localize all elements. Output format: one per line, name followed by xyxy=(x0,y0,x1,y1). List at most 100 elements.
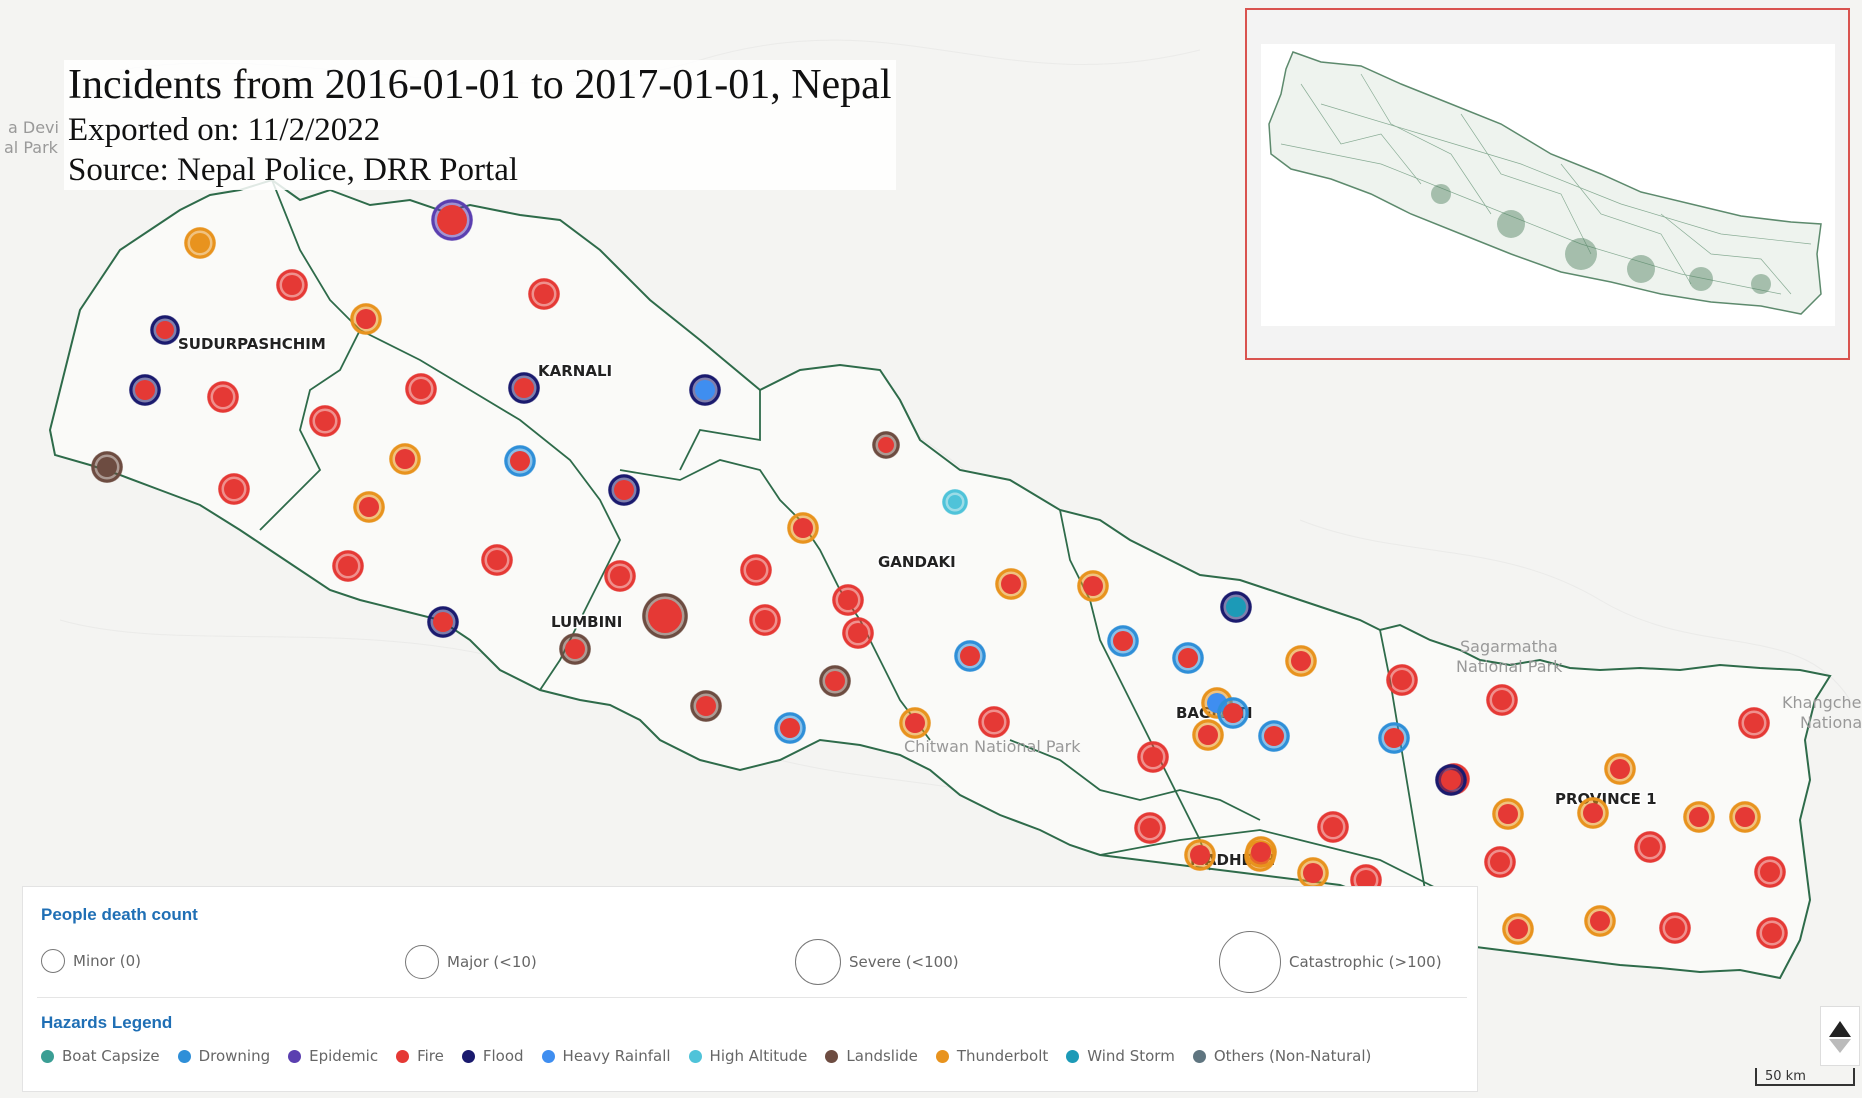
incident-marker[interactable] xyxy=(218,473,250,505)
hazard-color-dot-icon xyxy=(288,1049,302,1063)
incident-marker[interactable] xyxy=(1220,591,1252,623)
incident-marker[interactable] xyxy=(942,489,968,515)
incident-marker[interactable] xyxy=(1285,645,1317,677)
incident-marker[interactable] xyxy=(1484,846,1516,878)
incident-marker[interactable] xyxy=(1245,836,1277,868)
incident-marker[interactable] xyxy=(608,474,640,506)
incident-marker[interactable] xyxy=(389,443,421,475)
incident-marker[interactable] xyxy=(740,554,772,586)
incident-marker[interactable] xyxy=(749,604,781,636)
incident-marker[interactable] xyxy=(504,445,536,477)
incident-marker-border xyxy=(978,706,1010,738)
incident-marker[interactable] xyxy=(1297,857,1329,889)
severity-minor-label: Minor (0) xyxy=(73,952,141,970)
hazard-legend-label: Heavy Rainfall xyxy=(562,1047,671,1065)
map-title: Incidents from 2016-01-01 to 2017-01-01,… xyxy=(64,60,896,110)
legend-panel: People death count Minor (0) Major (<10)… xyxy=(22,886,1478,1092)
incident-marker[interactable] xyxy=(1184,839,1216,871)
zoom-control[interactable] xyxy=(1820,1006,1860,1066)
incident-marker-fill xyxy=(755,610,775,630)
incident-marker[interactable] xyxy=(995,568,1027,600)
incident-marker[interactable] xyxy=(1729,801,1761,833)
incident-marker[interactable] xyxy=(1378,722,1410,754)
incident-marker[interactable] xyxy=(774,712,806,744)
incident-marker[interactable] xyxy=(1134,812,1166,844)
incident-marker[interactable] xyxy=(184,227,216,259)
hazard-color-dot-icon xyxy=(825,1049,839,1063)
incident-marker[interactable] xyxy=(559,633,591,665)
incident-marker[interactable] xyxy=(690,690,722,722)
incident-marker[interactable] xyxy=(642,593,688,639)
hazard-legend-label: Thunderbolt xyxy=(956,1047,1049,1065)
incident-marker[interactable] xyxy=(150,315,180,345)
incident-marker[interactable] xyxy=(1077,570,1109,602)
incident-marker[interactable] xyxy=(1604,753,1636,785)
incident-marker[interactable] xyxy=(207,381,239,413)
incident-marker[interactable] xyxy=(1577,797,1609,829)
incident-marker[interactable] xyxy=(1738,707,1770,739)
incident-marker-border xyxy=(1192,719,1224,751)
incident-marker[interactable] xyxy=(1386,664,1418,696)
incident-marker-border xyxy=(1172,642,1204,674)
incident-marker-border xyxy=(1217,697,1249,729)
incident-marker-fill xyxy=(696,696,716,716)
incident-marker[interactable] xyxy=(350,303,382,335)
incident-marker[interactable] xyxy=(508,372,540,404)
incident-marker[interactable] xyxy=(528,278,560,310)
incident-marker[interactable] xyxy=(1258,720,1290,752)
incident-marker-fill xyxy=(1508,919,1528,939)
incident-marker[interactable] xyxy=(689,374,721,406)
incident-marker-border xyxy=(1107,625,1139,657)
incident-marker[interactable] xyxy=(1172,642,1204,674)
incident-marker[interactable] xyxy=(405,373,437,405)
incident-marker[interactable] xyxy=(1634,831,1666,863)
incident-marker[interactable] xyxy=(954,640,986,672)
incident-marker[interactable] xyxy=(872,431,900,459)
incident-marker[interactable] xyxy=(129,374,161,406)
incident-marker[interactable] xyxy=(1584,905,1616,937)
incident-marker[interactable] xyxy=(1435,764,1467,796)
incident-marker[interactable] xyxy=(819,665,851,697)
incident-marker[interactable] xyxy=(1492,798,1524,830)
incident-marker[interactable] xyxy=(1137,741,1169,773)
incident-marker[interactable] xyxy=(1486,684,1518,716)
incident-marker[interactable] xyxy=(309,405,341,437)
incident-marker[interactable] xyxy=(842,617,874,649)
incident-marker[interactable] xyxy=(353,491,385,523)
incident-marker[interactable] xyxy=(1317,811,1349,843)
hazard-color-dot-icon xyxy=(41,1049,54,1063)
incident-marker[interactable] xyxy=(1502,913,1534,945)
incident-marker-fill xyxy=(1492,690,1512,710)
incident-marker-fill xyxy=(1113,631,1133,651)
incident-marker[interactable] xyxy=(431,199,473,241)
incident-marker[interactable] xyxy=(1107,625,1139,657)
incident-marker[interactable] xyxy=(276,269,308,301)
incident-marker[interactable] xyxy=(1217,697,1249,729)
incident-marker[interactable] xyxy=(1756,917,1788,949)
incident-marker[interactable] xyxy=(787,512,819,544)
incident-marker-border xyxy=(1729,801,1761,833)
incident-marker-border xyxy=(559,633,591,665)
incident-marker-fill xyxy=(1178,648,1198,668)
incident-marker-border xyxy=(405,373,437,405)
incident-marker-fill xyxy=(1143,747,1163,767)
incident-marker[interactable] xyxy=(978,706,1010,738)
incident-marker-fill xyxy=(282,275,302,295)
incident-marker[interactable] xyxy=(91,451,123,483)
incident-marker[interactable] xyxy=(1683,801,1715,833)
incident-marker[interactable] xyxy=(604,560,636,592)
incident-marker-border xyxy=(1137,741,1169,773)
incident-marker[interactable] xyxy=(1659,912,1691,944)
incident-marker-border xyxy=(872,431,900,459)
hazard-legend-label: Flood xyxy=(482,1047,524,1065)
zoom-arrows-icon[interactable] xyxy=(1821,1007,1859,1065)
incident-marker[interactable] xyxy=(899,707,931,739)
incident-marker[interactable] xyxy=(332,550,364,582)
incident-marker[interactable] xyxy=(1192,719,1224,751)
incident-marker[interactable] xyxy=(481,544,513,576)
incident-marker[interactable] xyxy=(1754,856,1786,888)
incident-marker-border xyxy=(1486,684,1518,716)
incident-marker[interactable] xyxy=(832,584,864,616)
incident-marker[interactable] xyxy=(427,606,459,638)
